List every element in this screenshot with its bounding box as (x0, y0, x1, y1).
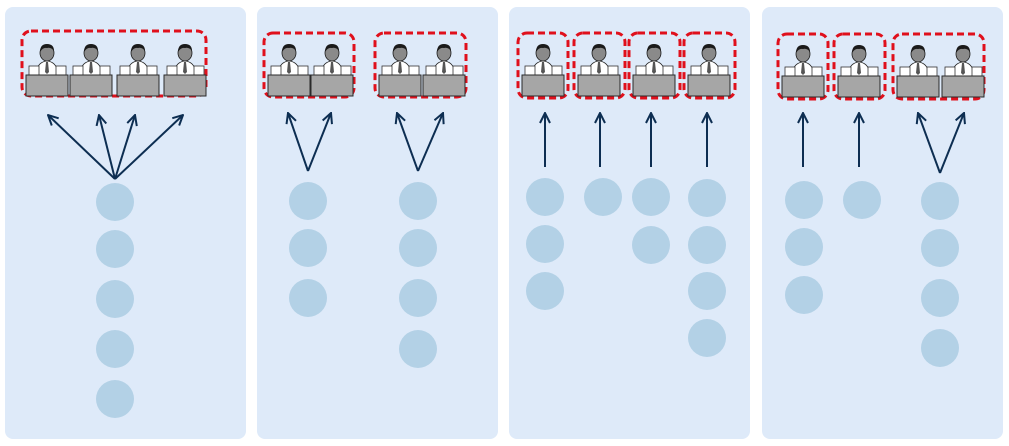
clerk-at-desk-icon (896, 44, 940, 98)
panel-two-pooled-queues (257, 7, 498, 439)
customer-circle-icon (632, 226, 670, 264)
customer-queue (843, 181, 881, 219)
customer-queue (632, 178, 670, 264)
customer-circle-icon (526, 225, 564, 263)
clerk-at-desk-icon (116, 43, 160, 97)
routing-arrow (288, 113, 309, 172)
customer-circle-icon (785, 228, 823, 266)
server-group-border (832, 32, 887, 101)
server-group-border (682, 31, 737, 100)
customer-circle-icon (843, 181, 881, 219)
customer-circle-icon (921, 182, 959, 220)
customer-circle-icon (785, 276, 823, 314)
customer-circle-icon (921, 279, 959, 317)
server-group (516, 31, 570, 100)
clerk-at-desk-icon (267, 43, 311, 97)
customer-circle-icon (96, 330, 134, 368)
clerk-at-desk-icon (163, 43, 207, 97)
routing-arrow (48, 115, 116, 180)
server-group (832, 32, 887, 101)
clerk-at-desk-icon (69, 43, 113, 97)
clerk-at-desk-icon (422, 43, 466, 97)
clerk-at-desk-icon (577, 43, 621, 97)
customer-circle-icon (688, 226, 726, 264)
server-group (682, 31, 737, 100)
clerk-at-desk-icon (310, 43, 354, 97)
customer-circle-icon (399, 182, 437, 220)
clerk-at-desk-icon (941, 44, 985, 98)
routing-arrow (114, 115, 135, 180)
server-group (891, 32, 986, 101)
server-group (627, 31, 682, 100)
routing-arrow (918, 113, 941, 174)
customer-circle-icon (921, 229, 959, 267)
customer-queue (96, 183, 134, 418)
customer-circle-icon (96, 280, 134, 318)
clerk-at-desk-icon (837, 44, 881, 98)
customer-queue (526, 178, 564, 310)
customer-circle-icon (632, 178, 670, 216)
customer-queue (399, 182, 437, 368)
server-group (20, 29, 208, 98)
customer-circle-icon (584, 178, 622, 216)
clerk-at-desk-icon (687, 43, 731, 97)
customer-circle-icon (289, 182, 327, 220)
panel-mixed-queues (762, 7, 1003, 439)
customer-circle-icon (526, 178, 564, 216)
customer-circle-icon (688, 272, 726, 310)
customer-queue (785, 181, 823, 314)
customer-circle-icon (526, 272, 564, 310)
panel-4-diagram (776, 32, 986, 367)
customer-circle-icon (688, 179, 726, 217)
customer-queue (289, 182, 327, 317)
customer-circle-icon (96, 183, 134, 221)
routing-arrow (114, 115, 183, 180)
routing-arrow (939, 113, 964, 174)
routing-arrows (48, 115, 183, 180)
panel-single-pooled-queue (5, 7, 246, 439)
customer-circle-icon (688, 319, 726, 357)
clerk-at-desk-icon (632, 43, 676, 97)
server-group (262, 31, 356, 99)
routing-arrow (307, 113, 331, 172)
server-group (373, 31, 468, 99)
customer-queue (584, 178, 622, 216)
panel-2-diagram (262, 31, 468, 368)
customer-queue (688, 179, 726, 357)
clerk-at-desk-icon (521, 43, 565, 97)
customer-circle-icon (921, 329, 959, 367)
customer-circle-icon (399, 279, 437, 317)
customer-circle-icon (96, 230, 134, 268)
server-group-border (776, 32, 830, 101)
routing-arrows (803, 113, 964, 174)
customer-circle-icon (785, 181, 823, 219)
server-group-border (627, 31, 682, 100)
server-group-border (262, 31, 356, 99)
server-group (572, 31, 627, 100)
clerk-at-desk-icon (378, 43, 422, 97)
customer-circle-icon (399, 229, 437, 267)
routing-arrows (545, 113, 707, 167)
customer-circle-icon (399, 330, 437, 368)
server-group (776, 32, 830, 101)
customer-circle-icon (289, 229, 327, 267)
clerk-at-desk-icon (781, 44, 825, 98)
panel-1-diagram (20, 29, 208, 418)
customer-circle-icon (289, 279, 327, 317)
panel-dedicated-queues (509, 7, 750, 439)
customer-queue (921, 182, 959, 367)
customer-circle-icon (96, 380, 134, 418)
server-group-border (891, 32, 986, 101)
routing-arrow (99, 115, 116, 180)
routing-arrow (417, 113, 443, 172)
clerk-at-desk-icon (25, 43, 69, 97)
server-group-border (373, 31, 468, 99)
server-group-border (516, 31, 570, 100)
server-group-border (20, 29, 208, 98)
routing-arrows (288, 113, 443, 172)
server-group-border (572, 31, 627, 100)
routing-arrow (397, 113, 419, 172)
panel-3-diagram (516, 31, 737, 357)
